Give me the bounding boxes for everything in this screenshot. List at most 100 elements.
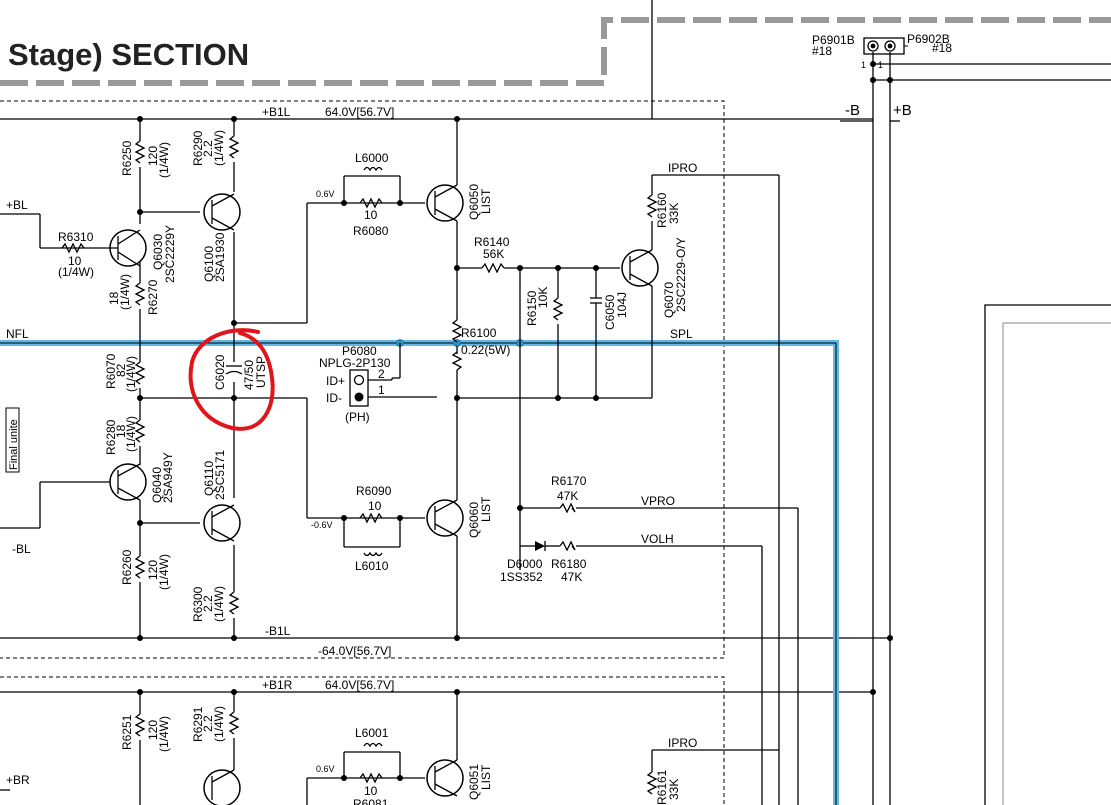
- l6000-label: L6000: [355, 151, 389, 165]
- r6291-label: R6291: [191, 706, 205, 742]
- r6160-label: R6160: [655, 192, 669, 228]
- l6001-label: L6001: [355, 726, 389, 740]
- p6901b-label: P6901B: [812, 33, 855, 47]
- mb1l-label: -B1L: [265, 624, 291, 638]
- v06-label: 0.6V: [316, 189, 335, 199]
- r6300-label: R6300: [191, 586, 205, 622]
- q6070-transistor: [621, 249, 659, 287]
- q6051-transistor: [426, 759, 464, 797]
- r6280-power: (1/4W): [124, 416, 138, 452]
- q6040-type: 2SA949Y: [161, 452, 175, 503]
- q6040-transistor: [109, 463, 147, 501]
- q6060-transistor: [426, 499, 464, 537]
- r6081-value: 10: [364, 784, 378, 798]
- ipro-label: IPRO: [668, 161, 697, 175]
- r6180-value: 47K: [561, 570, 582, 584]
- r6310-label: R6310: [58, 230, 94, 244]
- plus-b-label: +B: [893, 102, 912, 119]
- l6010-label: L6010: [355, 559, 389, 573]
- q6030-type: 2SC2229Y: [163, 225, 177, 283]
- bl-minus-label: -BL: [12, 542, 31, 556]
- r6310-value: 10: [68, 254, 82, 268]
- r6291-value: 2.2: [201, 715, 215, 732]
- vm06-label: -0.6V: [311, 520, 333, 530]
- vpro-label: VPRO: [641, 494, 675, 508]
- q6070-type: 2SC2229-O/Y: [674, 237, 688, 312]
- r6280-label: R6280: [104, 419, 118, 455]
- power-rails: [0, 118, 890, 693]
- q6101-transistor: [203, 769, 241, 805]
- bl-plus-label: +BL: [6, 198, 28, 212]
- b1r-label: +B1R: [262, 678, 293, 692]
- output-stage-wires: [307, 119, 463, 638]
- adjacent-block: [984, 304, 1111, 805]
- r6140-label: R6140: [474, 235, 510, 249]
- q6110-label: Q6110: [202, 461, 216, 496]
- pin-1a: 1: [861, 60, 866, 70]
- q6050-transistor: [426, 184, 464, 222]
- q6060-label: Q6060: [467, 502, 481, 538]
- p6080-label: P6080: [342, 344, 377, 358]
- input-wires: [0, 213, 110, 529]
- q6040-label: Q6040: [150, 467, 164, 503]
- l6010-inductor: [363, 551, 383, 557]
- r6290-power: (1/4W): [212, 130, 226, 166]
- q6100-label: Q6100: [202, 246, 216, 282]
- bus-lines: [840, 52, 1111, 805]
- b1l-label: +B1L: [262, 105, 291, 119]
- br-plus-label: +BR: [6, 773, 30, 787]
- v06b-label: 0.6V: [316, 764, 335, 774]
- d6000-type: 1SS352: [500, 570, 543, 584]
- unit-box-left: [0, 100, 725, 805]
- r6260-label: R6260: [120, 549, 134, 585]
- minus-b-label: -B: [845, 102, 860, 119]
- spl-label: SPL: [670, 327, 693, 341]
- ipro2-label: IPRO: [668, 736, 697, 750]
- r6150-label: R6150: [525, 290, 539, 326]
- q6051-label: Q6051: [467, 764, 481, 800]
- r6080-value: 10: [364, 208, 378, 222]
- r6251-power: (1/4W): [157, 716, 171, 752]
- connector-p6901b-p6902b: [863, 37, 908, 55]
- q6050-type: LIST: [479, 188, 493, 214]
- final-unit-label: Final unite: [8, 419, 20, 470]
- id-plus-label: ID+: [326, 374, 345, 388]
- q6030-label: Q6030: [151, 234, 165, 270]
- q6110-transistor: [203, 504, 241, 542]
- p6902b-pins: #18: [932, 41, 952, 55]
- r6300-power: (1/4W): [212, 586, 226, 622]
- p6901b-pins: #18: [812, 44, 832, 58]
- c6020-type: UTSP: [254, 356, 268, 388]
- r6290-label: R6290: [191, 130, 205, 166]
- r6161-value: 33K: [667, 779, 681, 800]
- r6260-power: (1/4W): [157, 554, 171, 590]
- r6270-value: 18: [107, 291, 121, 305]
- mb1l-voltage: -64.0V[56.7V]: [318, 644, 391, 658]
- r6070-value: 82: [114, 363, 128, 377]
- r6170-value: 47K: [557, 489, 578, 503]
- q6070-label: Q6070: [662, 282, 676, 318]
- q6050-label: Q6050: [467, 184, 481, 220]
- ph-label: (PH): [345, 410, 370, 424]
- r6260-value: 120: [146, 560, 160, 580]
- r6300-value: 2.2: [201, 595, 215, 612]
- protect-wires: [457, 0, 799, 805]
- c6020-capacitor: [225, 365, 243, 375]
- r6150-value: 10K: [536, 287, 550, 308]
- q6051-type: LIST: [479, 764, 493, 790]
- r6170-label: R6170: [551, 474, 587, 488]
- c6020-value: 47/50: [242, 360, 256, 390]
- r6250-label: R6250: [120, 140, 134, 176]
- p6902b-label: P6902B: [907, 32, 950, 46]
- section-title: Stage) SECTION: [8, 37, 249, 72]
- q6060-type: LIST: [479, 496, 493, 522]
- wires-upper: [134, 119, 307, 638]
- r6140-value: 56K: [483, 247, 504, 261]
- volh-label: VOLH: [641, 532, 674, 546]
- r6280-value: 18: [114, 424, 128, 438]
- r6070-label: R6070: [104, 353, 118, 389]
- q6110-type: 2SC5171: [213, 450, 227, 500]
- nfl-label: NFL: [6, 327, 29, 341]
- r6250-power: (1/4W): [157, 142, 171, 178]
